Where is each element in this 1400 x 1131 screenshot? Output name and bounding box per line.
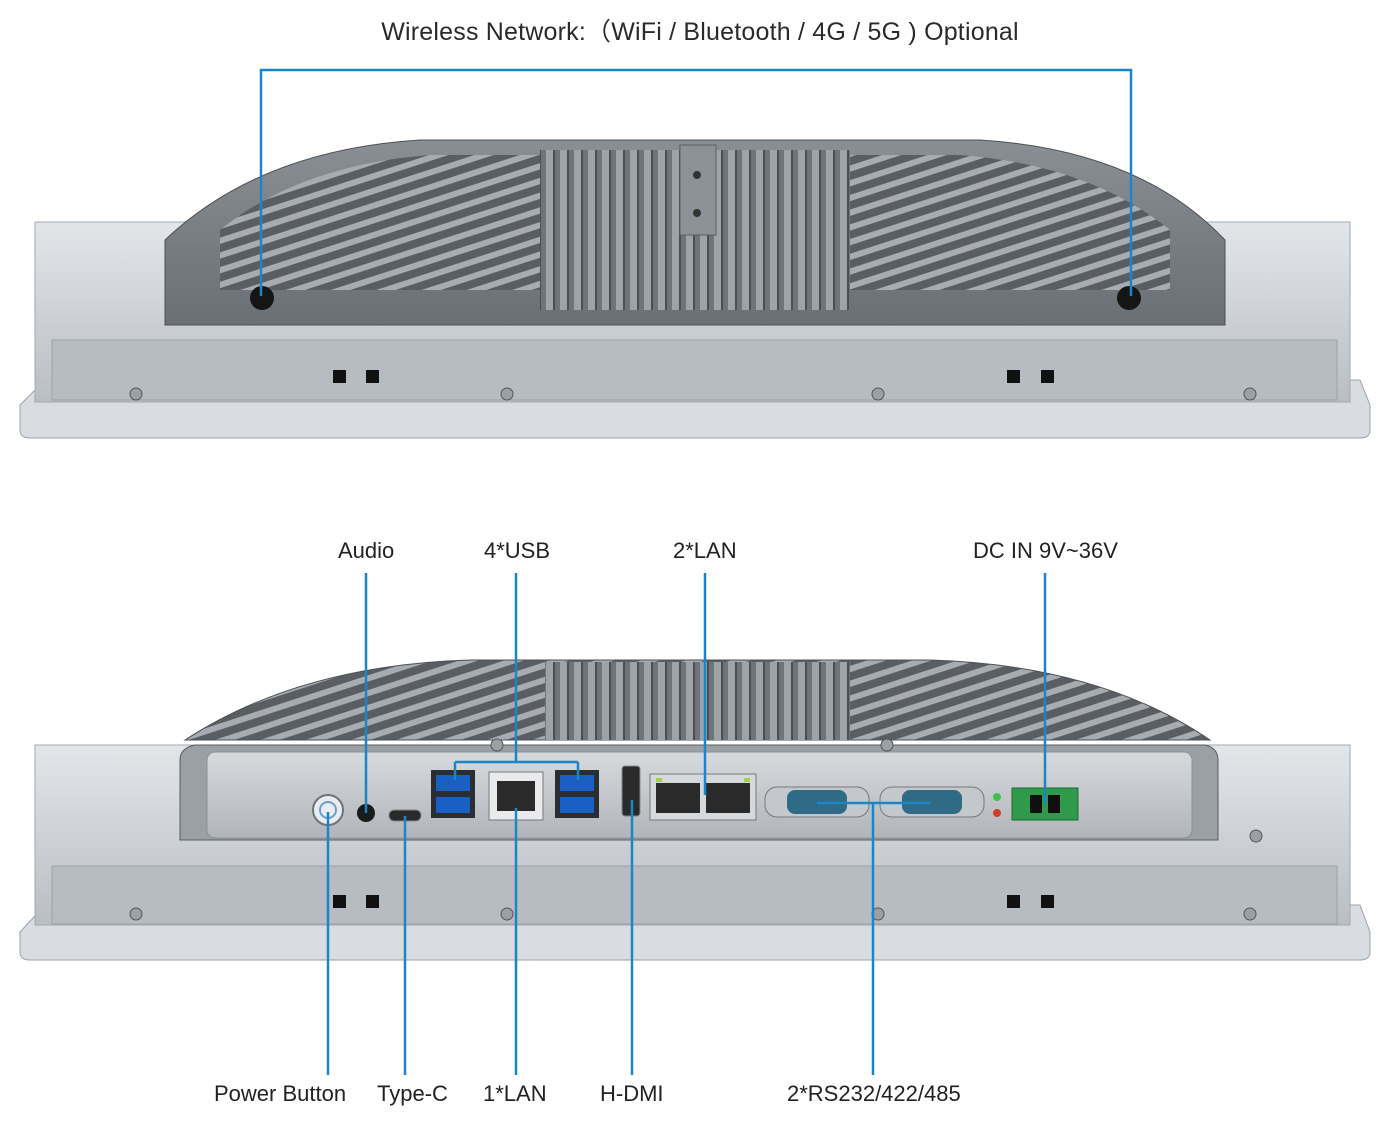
dc-in-label: DC IN 9V~36V	[973, 538, 1118, 563]
wireless-title: Wireless Network:（WiFi / Bluetooth / 4G …	[381, 18, 1019, 46]
led-red	[993, 809, 1001, 817]
antenna-hole-left	[250, 286, 274, 310]
type-c-label: Type-C	[377, 1081, 448, 1106]
usb-label: 4*USB	[484, 538, 551, 563]
usb-callout-line	[453, 573, 580, 780]
audio-label: Audio	[338, 538, 395, 563]
top-view-device	[19, 139, 1371, 439]
usb-left-stack	[431, 770, 475, 818]
callout-lines	[326, 573, 1047, 1075]
serial-callout-line	[817, 801, 930, 1075]
lan2-label: 2*LAN	[673, 538, 737, 563]
bottom-view-device	[19, 659, 1371, 961]
lan1-label: 1*LAN	[483, 1081, 547, 1106]
hdmi-label: H-DMI	[600, 1081, 664, 1106]
antenna-hole-right	[1117, 286, 1141, 310]
wireless-callout-line	[259, 68, 1133, 296]
dual-lan-block	[649, 773, 757, 821]
power-button-label: Power Button	[214, 1081, 347, 1106]
serial-label: 2*RS232/422/485	[787, 1081, 961, 1106]
led-green	[993, 793, 1001, 801]
